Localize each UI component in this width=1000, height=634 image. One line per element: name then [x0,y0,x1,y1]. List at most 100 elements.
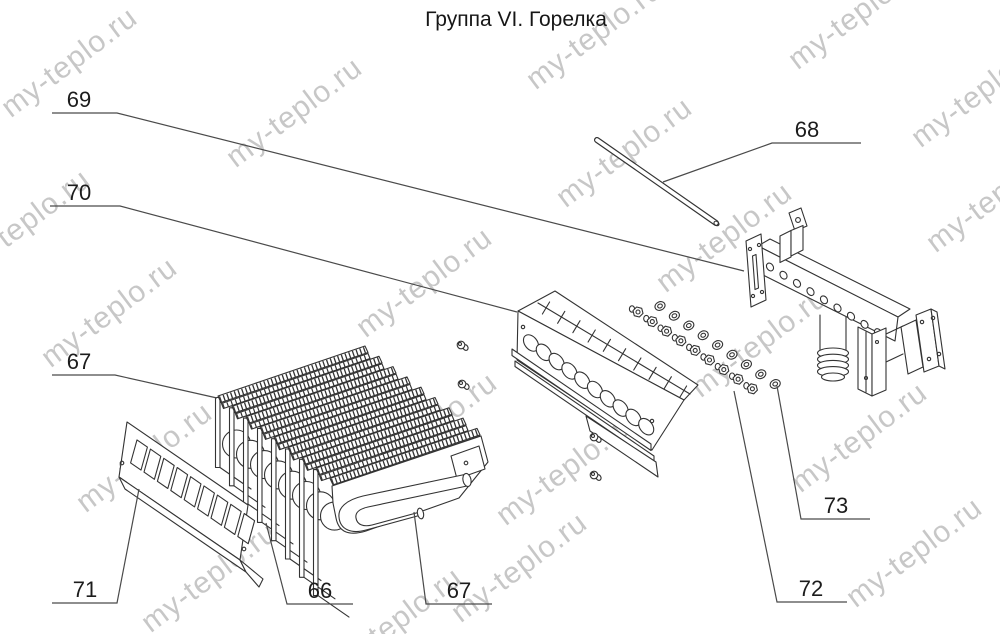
leader-line [662,142,861,183]
burner-section [312,417,469,618]
screw [456,340,469,351]
screw [589,432,602,443]
burner-section [284,396,441,582]
washer [755,369,767,380]
injector-nozzle [643,314,658,328]
section-edge [228,407,235,487]
washer [769,379,781,389]
leader-line [413,511,492,605]
callout-electrode-rod: 68 [662,117,861,183]
watermark-text: my-teplo.ru [35,251,183,374]
front-plate [118,421,264,588]
manifold-hole [846,311,856,321]
callout-front-plate: 71 [52,488,140,604]
watermark-text: my-teplo.ru [840,491,988,614]
callout-burner-section-rear: 67 [52,349,218,399]
watermark-text: my-teplo.ru [920,136,1000,259]
injector-nozzle [728,372,744,385]
section-edge [214,396,221,469]
manifold-hole [833,303,842,313]
injector-nozzle [743,382,758,395]
front-plate-window [210,494,229,526]
leader-line [733,390,847,603]
flange-tick [633,357,642,371]
flange-tick [617,348,627,362]
flange-tick [648,366,657,380]
flange-tick [663,376,672,390]
burner-section [228,355,385,508]
leader-line [52,374,218,399]
part-number: 71 [73,577,97,602]
page-title: Группа VI. Горелка [425,8,607,31]
injector-nozzle [686,343,701,356]
flange-tick [557,310,566,324]
part-number: 67 [447,578,471,603]
screw [457,379,470,390]
section-edge [298,458,305,578]
callout-washer: 73 [776,385,870,520]
screw [589,470,602,481]
washer [726,349,738,360]
callout-gas-manifold: 69 [52,87,745,272]
section-edge [284,448,291,560]
manifold-hole [806,287,815,297]
flange-tick [587,329,596,343]
front-plate-window [143,448,162,480]
flange-tick [678,385,688,399]
injector-nozzles [628,305,758,395]
leader-line [265,522,353,605]
callout-burner-section-front: 67 [413,511,492,605]
part-number: 73 [824,493,848,518]
burner-section-front [331,435,489,534]
part-number: 67 [67,349,91,374]
burner-section [214,345,371,490]
screws [456,340,602,481]
washer [668,310,680,321]
section-edge [256,427,263,523]
front-plate-window [197,485,215,517]
leader-line [50,205,518,313]
injector-nozzle [714,362,730,376]
burner-sections [214,345,489,618]
flange-tick [602,338,612,352]
watermark-text: my-teplo.ru [785,376,933,499]
watermark-text: my-teplo.ru [220,51,368,174]
injector-nozzle [657,324,673,337]
part-number: 66 [308,578,332,603]
callout-injector-nozzle: 72 [733,390,847,603]
watermark-text: my-teplo.ru [905,31,1000,154]
front-plate-window [237,512,256,545]
front-plate-window [170,466,189,499]
threaded-connection [816,347,850,382]
burner-section [256,376,413,545]
electrode-rod [594,137,720,227]
front-plate-window [223,503,242,536]
leader-line [52,112,745,272]
flange-tick [572,320,581,334]
front-plate-windows [130,439,256,545]
part-number: 70 [67,180,91,205]
front-plate-window [130,439,148,471]
manifold-hole [792,278,802,288]
burner-support-plate [511,290,699,478]
flange-hatching [541,301,688,399]
leader-line [776,385,870,520]
manifold-hole [860,319,869,329]
watermark-text: my-teplo.ru [350,221,498,344]
section-edge [242,417,249,505]
gas-manifold [745,207,946,397]
washer [697,330,709,341]
support-plate-holes [522,334,655,436]
washer [683,320,695,331]
manifold-hole [819,295,829,305]
part-number: 69 [67,87,91,112]
injector-nozzle [628,305,644,318]
manifold-right-bracket [857,326,873,397]
callout-burner-section-middle: 66 [265,522,353,605]
injector-nozzle [671,334,687,347]
leader-line [52,488,140,604]
part-number: 68 [795,117,819,142]
part-number: 72 [799,576,823,601]
